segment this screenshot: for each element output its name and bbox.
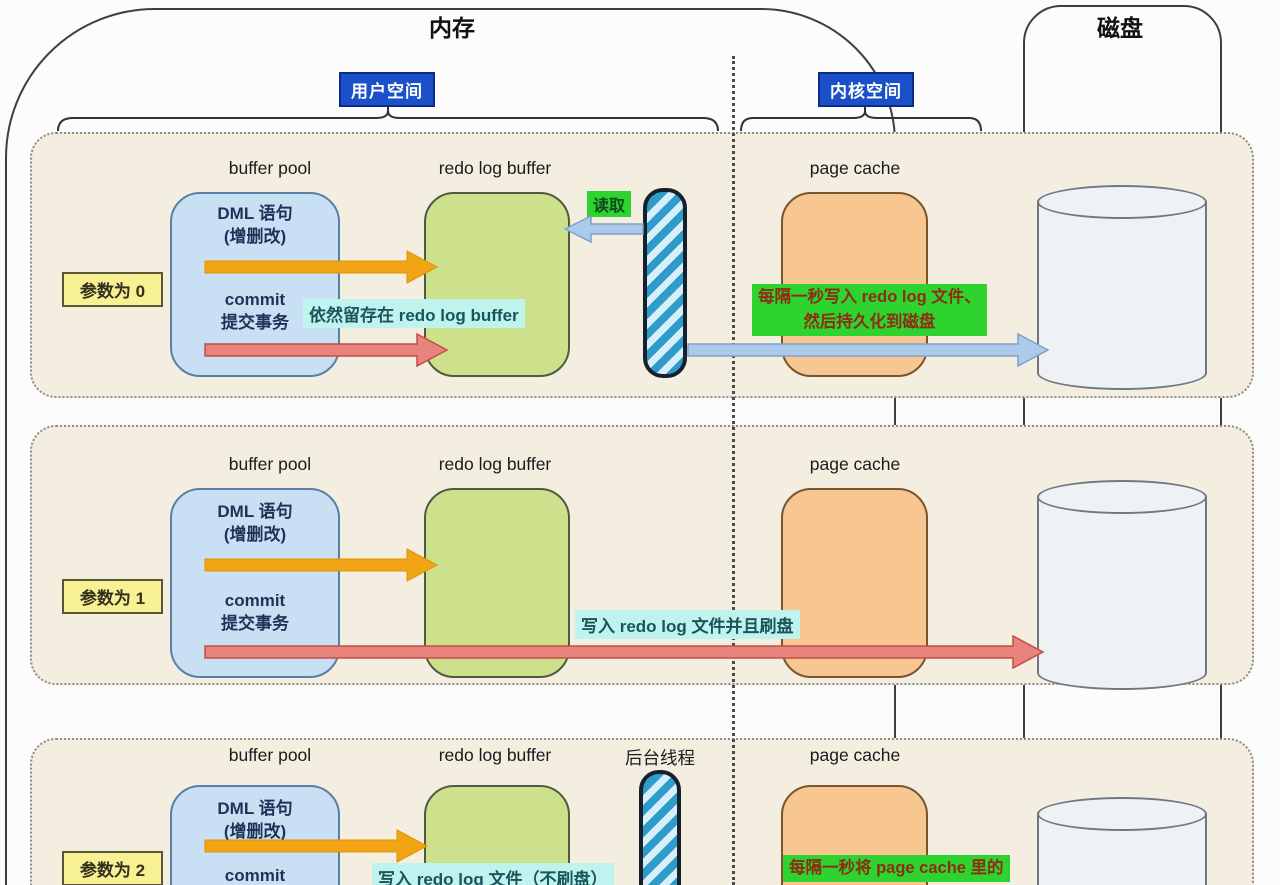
disk-cylinder	[1037, 797, 1207, 885]
note-page-cache-flush: 每隔一秒将 page cache 里的	[783, 855, 1010, 882]
background-thread-label: 后台线程	[625, 748, 695, 768]
dml-line1: DML 语句	[217, 799, 293, 818]
dml-arrow	[204, 250, 439, 284]
param-2-tag: 参数为 2	[62, 851, 163, 885]
thread-bar	[643, 188, 687, 378]
page-cache-label: page cache	[809, 158, 901, 178]
dml-text: DML 语句 (增删改)	[170, 500, 340, 546]
redo-log-buffer-label: redo log buffer	[438, 745, 552, 765]
dml-line1: DML 语句	[217, 204, 293, 223]
read-arrow	[563, 214, 644, 244]
redo-log-buffer-label: redo log buffer	[438, 454, 552, 474]
commit-line2: 提交事务	[221, 614, 289, 633]
read-badge: 读取	[587, 191, 632, 217]
disk-cylinder-top	[1037, 185, 1207, 219]
note-line1: 每隔一秒写入 redo log 文件、	[758, 288, 981, 306]
commit-line1: commit	[224, 290, 286, 309]
buffer-pool-box	[170, 785, 340, 885]
kernel-space-badge: 内核空间	[818, 72, 914, 107]
redo-log-buffer-label: redo log buffer	[438, 158, 552, 178]
note-line1: 每隔一秒将 page cache 里的	[789, 859, 1004, 877]
commit-text: commit 提交事务	[170, 589, 340, 635]
redo-log-buffer-box	[424, 192, 570, 377]
commit-line1: commit	[224, 866, 286, 885]
dml-line2: (增删改)	[223, 525, 287, 544]
disk-cylinder	[1037, 480, 1207, 690]
dml-line2: (增删改)	[223, 822, 287, 841]
page-cache-label: page cache	[809, 745, 901, 765]
buffer-pool-label: buffer pool	[228, 158, 312, 178]
dml-text: DML 语句 (增删改)	[170, 797, 340, 843]
note-write-and-flush: 写入 redo log 文件并且刷盘	[575, 610, 800, 639]
thread-bar	[639, 770, 681, 885]
user-space-badge: 用户空间	[339, 72, 435, 107]
user-space-brace	[57, 110, 719, 132]
note-flush-every-second: 每隔一秒写入 redo log 文件、 然后持久化到磁盘	[752, 284, 987, 336]
commit-flush-arrow	[204, 634, 1045, 670]
note-stay-in-buffer: 依然留存在 redo log buffer	[303, 299, 525, 328]
note-line2: 然后持久化到磁盘	[803, 313, 936, 331]
param-0-tag: 参数为 0	[62, 272, 163, 307]
buffer-pool-label: buffer pool	[228, 454, 312, 474]
disk-cylinder-body	[1037, 202, 1207, 390]
disk-cylinder-body	[1037, 497, 1207, 690]
commit-line2: 提交事务	[221, 313, 289, 332]
user-kernel-divider	[732, 56, 735, 885]
disk-cylinder-top	[1037, 480, 1207, 514]
commit-line1: commit	[224, 591, 286, 610]
memory-title: 内存	[429, 15, 475, 41]
dml-arrow	[204, 829, 429, 863]
write-to-disk-arrow	[687, 332, 1050, 368]
dml-text: DML 语句 (增删改)	[170, 202, 340, 248]
buffer-pool-label: buffer pool	[228, 745, 312, 765]
commit-text: commit 提交事务	[170, 288, 340, 334]
disk-title: 磁盘	[1097, 15, 1143, 41]
dml-line1: DML 语句	[217, 502, 293, 521]
page-cache-label: page cache	[809, 454, 901, 474]
note-write-no-flush: 写入 redo log 文件（不刷盘）	[372, 863, 614, 885]
dml-arrow	[204, 548, 439, 582]
param-1-tag: 参数为 1	[62, 579, 163, 614]
commit-arrow	[204, 332, 449, 368]
kernel-space-brace	[740, 110, 982, 132]
disk-cylinder	[1037, 185, 1207, 390]
disk-cylinder-top	[1037, 797, 1207, 831]
dml-line2: (增删改)	[223, 227, 287, 246]
commit-text: commit	[170, 864, 340, 885]
